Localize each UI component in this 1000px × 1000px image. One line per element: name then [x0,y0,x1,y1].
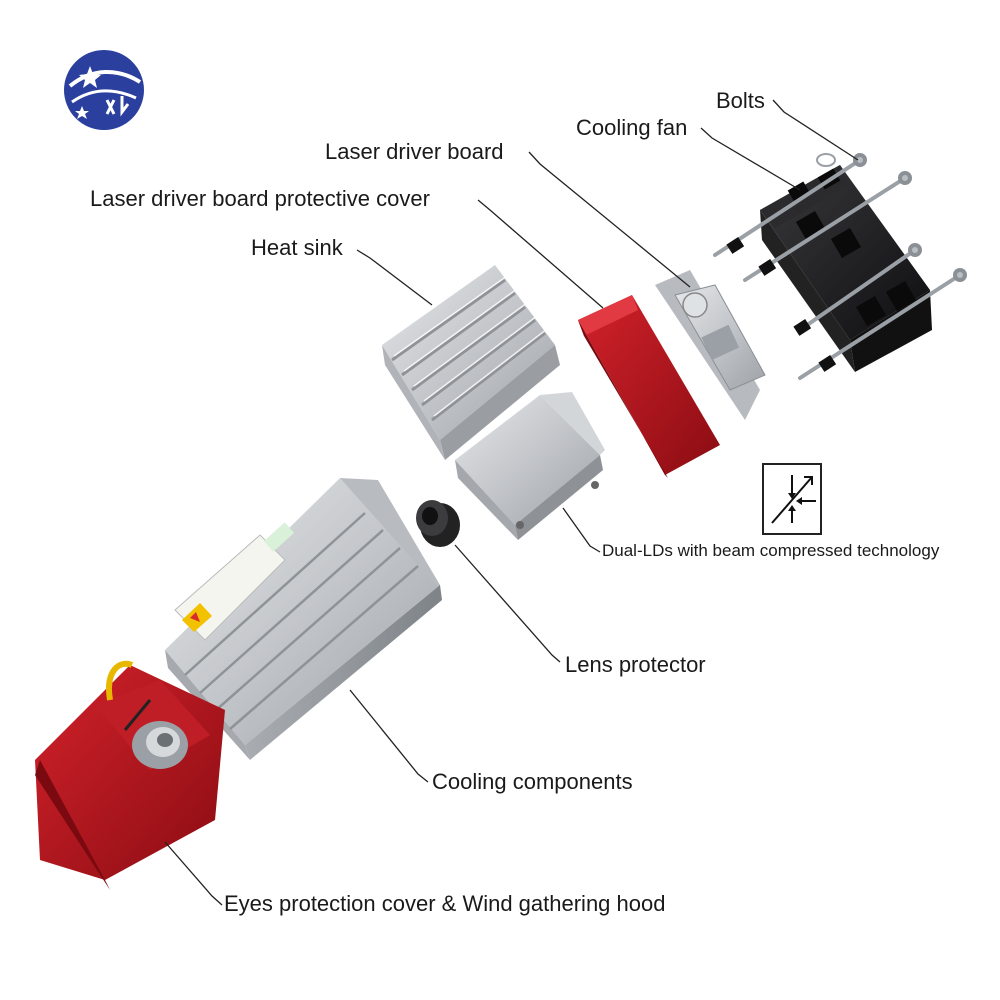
laser-driver-board-protective-cover [578,295,720,478]
leader-lines [164,99,859,906]
leader-lens-protector [454,544,561,663]
eyes-protection-cover-hood [35,660,225,890]
label-cooling-fan: Cooling fan [576,115,688,140]
leader-dual-lds [562,507,601,553]
leader-heat-sink [356,249,433,306]
label-eyes-protection-cover: Eyes protection cover & Wind gathering h… [224,891,666,916]
leader-protective-cover [477,199,604,309]
label-laser-driver-board: Laser driver board [325,139,504,164]
label-bolts: Bolts [716,88,765,113]
beam-compression-icon-graphic [771,475,816,524]
leader-cooling-fan [700,127,801,191]
beam-compression-icon [762,463,822,535]
globe-star-logo [64,50,144,130]
label-cooling-components: Cooling components [432,769,633,794]
cooling-components [165,478,442,760]
dual-lds-module [455,392,605,540]
lens-protector [416,500,460,547]
heat-sink [382,265,560,460]
cooling-fan-assembly [760,165,932,372]
bolt-spacers [726,236,837,372]
leader-cooling-components [349,689,429,783]
leader-hood [164,841,223,906]
label-heat-sink: Heat sink [251,235,343,260]
label-protective-cover: Laser driver board protective cover [90,186,430,211]
laser-driver-board [655,270,766,420]
leader-driver-board [528,151,691,288]
label-lens-protector: Lens protector [565,652,706,677]
label-dual-lds: Dual-LDs with beam compressed technology [602,541,940,560]
leader-bolts [772,99,859,161]
